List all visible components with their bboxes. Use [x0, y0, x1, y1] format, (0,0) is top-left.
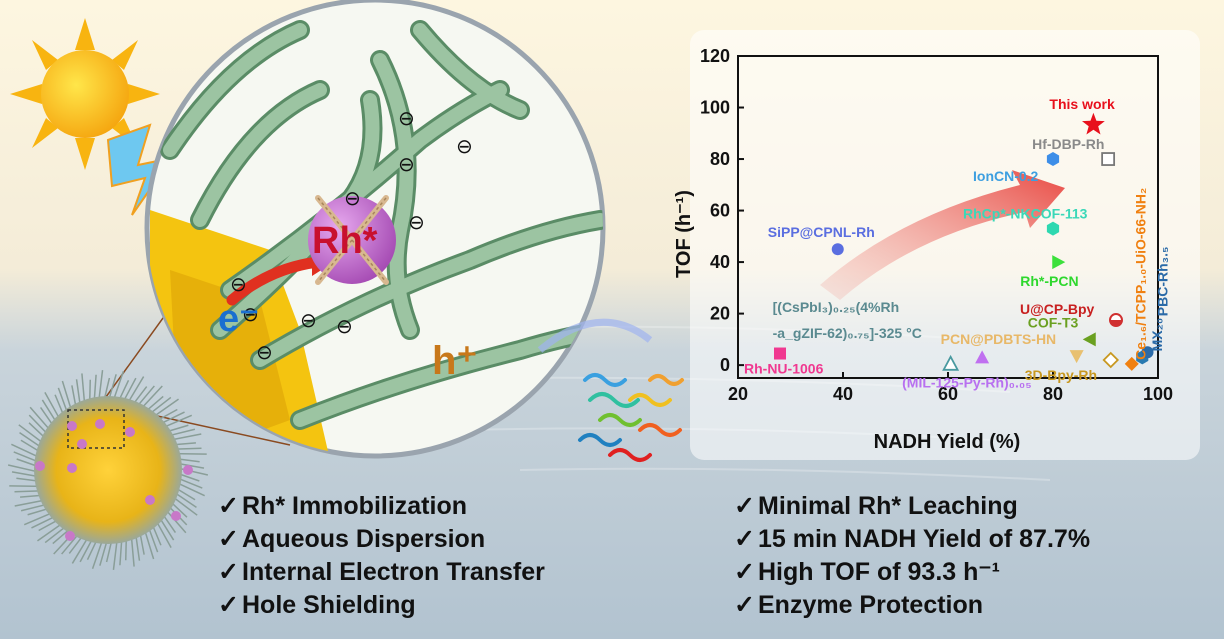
electron-label: e⁻: [218, 298, 260, 340]
chart-data-point: [1082, 332, 1096, 347]
feature-text: Aqueous Dispersion: [242, 525, 486, 553]
feature-item: ✓Internal Electron Transfer: [218, 556, 545, 589]
chart-y-tick-label: 40: [710, 252, 730, 272]
checkmark-icon: ✓: [734, 525, 755, 553]
electron-minus-sign: ⊖: [230, 272, 247, 296]
feature-item: ✓15 min NADH Yield of 87.7%: [734, 523, 1090, 556]
chart-data-point: [1046, 221, 1060, 236]
chart-data-point: [774, 347, 786, 360]
chart-y-tick-label: 60: [710, 201, 730, 221]
chart-point-label: RhCp*-NKCOF-113: [963, 206, 1088, 222]
chart-point-label: PCN@PDBTS-HN: [941, 331, 1057, 347]
chart-point-label: Ce₁.₆/TCPP₁.₀-UiO-66-NH₂: [1133, 188, 1149, 360]
feature-text: Internal Electron Transfer: [242, 558, 545, 586]
chart-point-label: PBC-Rh₃.₅: [1155, 247, 1171, 317]
chart-data-point: [831, 243, 844, 256]
magnified-view: [144, 0, 606, 459]
chart-point-label: COF-T3: [1028, 314, 1079, 330]
feature-item: ✓High TOF of 93.3 h⁻¹: [734, 556, 1090, 589]
chart-y-tick-label: 120: [700, 46, 730, 66]
chart-point-label: IonCN-0.2: [973, 168, 1039, 184]
feature-text: Hole Shielding: [242, 591, 416, 619]
electron-minus-sign: ⊖: [398, 152, 415, 176]
hole-label: h⁺: [432, 339, 478, 383]
right-feature-list: ✓Minimal Rh* Leaching✓15 min NADH Yield …: [734, 490, 1090, 622]
chart-point-label: Rh-NU-1006: [744, 361, 824, 377]
electron-minus-sign: ⊖: [408, 210, 425, 234]
feature-item: ✓Enzyme Protection: [734, 589, 1090, 622]
chart-data-point: [1141, 346, 1154, 359]
chart-x-tick-label: 40: [833, 384, 853, 404]
checkmark-icon: ✓: [734, 492, 755, 520]
checkmark-icon: ✓: [218, 591, 239, 619]
chart-point-label: This work: [1049, 96, 1115, 112]
chart-data-point: [1101, 152, 1116, 166]
chart-data-point: [1102, 351, 1120, 369]
electron-minus-sign: ⊖: [242, 302, 259, 326]
electron-minus-sign: ⊖: [256, 340, 273, 364]
chart-y-tick-label: 100: [700, 98, 730, 118]
feature-item: ✓Rh* Immobilization: [218, 490, 545, 523]
chart-x-tick-label: 60: [938, 384, 958, 404]
chart-point-label: MX₂₀: [1149, 318, 1165, 352]
feature-text: High TOF of 93.3 h⁻¹: [758, 558, 1000, 586]
chart-data-point: [975, 350, 990, 364]
electron-minus-sign: ⊖: [300, 308, 317, 332]
feature-text: Rh* Immobilization: [242, 492, 467, 520]
chart-data-point: [942, 354, 960, 371]
chart-y-axis-label: TOF (h⁻¹): [673, 190, 695, 278]
feature-text: Minimal Rh* Leaching: [758, 492, 1018, 520]
left-feature-list: ✓Rh* Immobilization✓Aqueous Dispersion✓I…: [218, 490, 545, 622]
chart-data-point: [1082, 112, 1105, 135]
sun-icon: [10, 18, 160, 170]
chart-x-tick-label: 100: [1143, 384, 1173, 404]
chart-x-tick-label: 80: [1043, 384, 1063, 404]
chart-y-tick-label: 20: [710, 304, 730, 324]
tof-vs-yield-chart: 20 40 60 80 100 0 20 40 60 80 100 120 This workHf-D…: [673, 46, 1173, 453]
checkmark-icon: ✓: [218, 492, 239, 520]
checkmark-icon: ✓: [734, 558, 755, 586]
chart-point-label: SiPP@CPNL-Rh: [768, 224, 875, 240]
checkmark-icon: ✓: [218, 525, 239, 553]
feature-item: ✓Minimal Rh* Leaching: [734, 490, 1090, 523]
chart-point-label: U@CP-Bpy: [1020, 301, 1095, 317]
chart-data-point: [1046, 152, 1060, 166]
checkmark-icon: ✓: [218, 558, 239, 586]
chart-data-point: [1124, 356, 1139, 371]
chart-point-label: Rh*-PCN: [1020, 273, 1078, 289]
rh-center-label: Rh*: [312, 220, 378, 262]
electron-minus-sign: ⊖: [336, 314, 353, 338]
chart-y-tick-label: 0: [720, 355, 730, 375]
electron-transfer-arrow: [226, 256, 324, 306]
checkmark-icon: ✓: [734, 591, 755, 619]
feature-item: ✓Aqueous Dispersion: [218, 523, 545, 556]
trend-arrow: [820, 170, 1065, 300]
feature-text: 15 min NADH Yield of 87.7%: [758, 525, 1091, 553]
chart-point-label: Hf-DBP-Rh: [1032, 136, 1104, 152]
enzyme-icon: [537, 318, 684, 462]
chart-point-label: (MIL-125-Py-Rh)₀.₀₅: [902, 374, 1032, 390]
feature-item: ✓Hole Shielding: [218, 589, 545, 622]
chart-data-point: [1069, 350, 1084, 364]
chart-x-axis-label: NADH Yield (%): [874, 431, 1021, 453]
feature-text: Enzyme Protection: [758, 591, 984, 619]
chart-point-label: 3D-Bpy-Rh: [1025, 367, 1097, 383]
electron-minus-sign: ⊖: [456, 134, 473, 158]
chart-point-label: [(CsPbI₃)₀.₂₅(4%Rh-a_gZIF-62)₀.₇₅]-325 °…: [773, 299, 922, 341]
electron-minus-sign: ⊖: [344, 186, 361, 210]
chart-y-tick-label: 80: [710, 149, 730, 169]
chart-data-point: [1052, 255, 1066, 270]
chart-x-tick-label: 20: [728, 384, 748, 404]
nanoparticle-icon: [7, 370, 209, 570]
electron-minus-sign: ⊖: [398, 106, 415, 130]
